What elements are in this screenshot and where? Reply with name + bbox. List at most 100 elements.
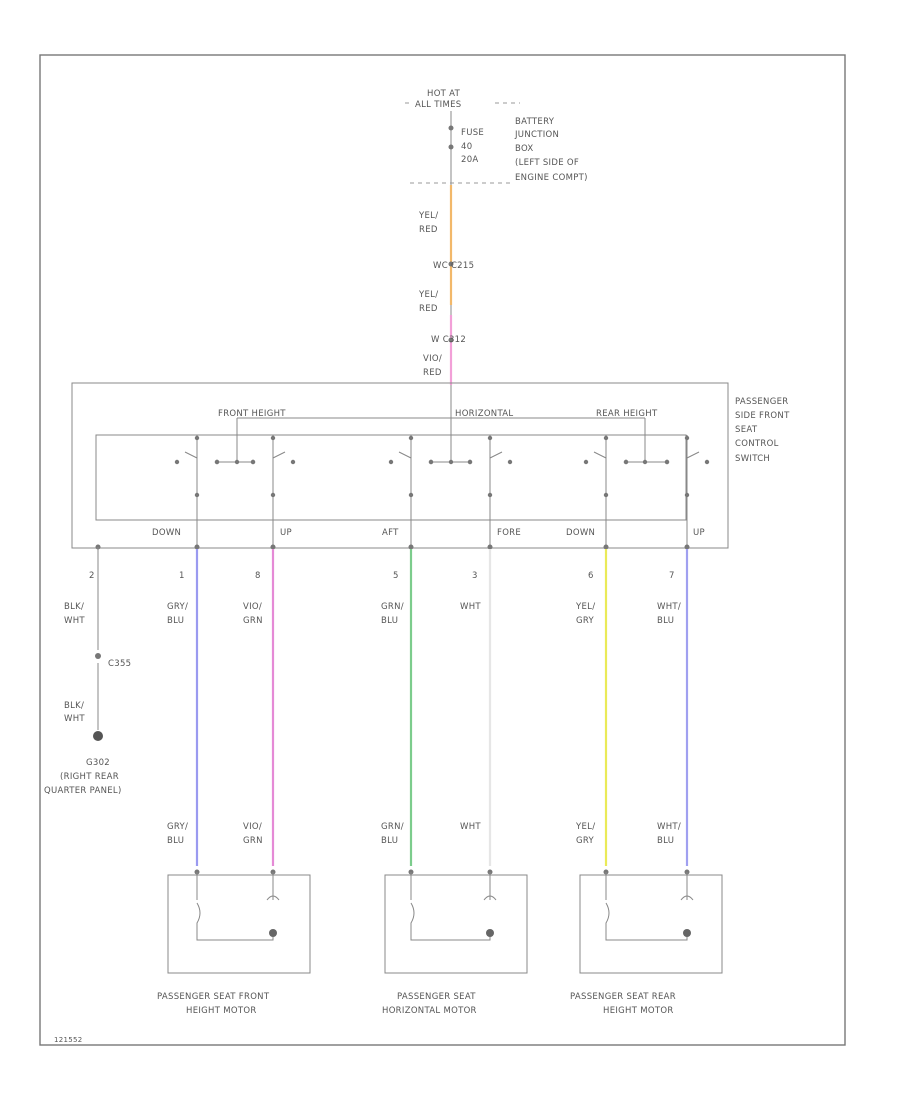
motor-horizontal-name-2: HORIZONTAL MOTOR [382, 1006, 477, 1016]
pole-bottom-node [603, 492, 609, 498]
motor-box [579, 874, 723, 974]
switch-blade [489, 451, 503, 459]
switch-pin-node [194, 544, 200, 550]
pole-label-aft: AFT [382, 528, 399, 538]
contact-node [174, 459, 180, 465]
motor-lead-bend [483, 895, 497, 901]
connector-c215-node [448, 261, 454, 267]
switch-blade [686, 451, 700, 459]
feed-wire2-color-b: RED [419, 304, 438, 314]
pole-top-node [408, 435, 414, 441]
contact-node [448, 459, 454, 465]
ground-wire-top-a: BLK/ [64, 602, 84, 612]
wire-color-top: VIO/ [243, 602, 262, 612]
ground-label-3: QUARTER PANEL) [44, 786, 122, 796]
motor-lead-bend [266, 895, 280, 901]
wire-color-top: BLU [167, 616, 184, 626]
group-label-rear-height: REAR HEIGHT [596, 409, 658, 419]
fuse-node-top [448, 125, 454, 131]
ground-connector: C355 [108, 659, 131, 669]
pole-label-rear-down: DOWN [566, 528, 595, 538]
pole-top-node [194, 435, 200, 441]
wire-pin-label: 7 [669, 571, 675, 581]
contact-node [467, 459, 473, 465]
pole-top-node [603, 435, 609, 441]
ground-connector-node [95, 653, 101, 659]
switch-name-4: CONTROL [735, 439, 779, 449]
motor-0 [167, 869, 311, 974]
pole-bottom-node [194, 492, 200, 498]
contact-node [623, 459, 629, 465]
switch-name-2: SIDE FRONT [735, 411, 790, 421]
switch-pin-node [408, 544, 414, 550]
motor-winding [410, 902, 491, 941]
fuse-node-bottom [448, 144, 454, 150]
wire-color-bottom: WHT/ [657, 822, 681, 832]
wire-color-top: WHT/ [657, 602, 681, 612]
switch-blade [184, 451, 198, 459]
feed-wire1-color-b: RED [419, 225, 438, 235]
switch-pin-node [603, 544, 609, 550]
contact-node [234, 459, 240, 465]
switch-pin-node [270, 544, 276, 550]
pole-bottom-node [408, 492, 414, 498]
motor-winding [605, 902, 688, 941]
ground-wire-top-b: WHT [64, 616, 85, 626]
connector-c312: W C312 [431, 335, 466, 345]
switch-blade [272, 451, 286, 459]
motor-front-name-2: HEIGHT MOTOR [186, 1006, 257, 1016]
battery-box-3: BOX [515, 144, 534, 154]
battery-box-4: (LEFT SIDE OF [515, 158, 579, 168]
motor-horizontal-name-1: PASSENGER SEAT [397, 992, 476, 1002]
switch-inner-box [95, 434, 687, 521]
contact-node [507, 459, 513, 465]
contact-node [642, 459, 648, 465]
pole-top-node [684, 435, 690, 441]
wire-color-bottom: YEL/ [575, 822, 595, 832]
wire-color-bottom: BLU [167, 836, 184, 846]
motor-rear-name-1: PASSENGER SEAT REAR [570, 992, 676, 1002]
motor-lead-bend [680, 895, 694, 901]
switch-name-1: PASSENGER [735, 397, 788, 407]
wire-color-bottom: GRY [576, 836, 595, 846]
wire-pin-label: 3 [472, 571, 478, 581]
pole-label-front-up: UP [280, 528, 292, 538]
contact-node [704, 459, 710, 465]
wire-color-bottom: VIO/ [243, 822, 262, 832]
contact-node [214, 459, 220, 465]
wire-color-top: YEL/ [575, 602, 595, 612]
switch-name-5: SWITCH [735, 454, 770, 464]
pole-bottom-node [270, 492, 276, 498]
pole-top-node [270, 435, 276, 441]
wire-color-top: GRY [576, 616, 595, 626]
switch-name-3: SEAT [735, 425, 758, 435]
pole-label-rear-up: UP [693, 528, 705, 538]
pole-top-node [487, 435, 493, 441]
footer-code: 121552 [54, 1036, 83, 1044]
battery-box-2: JUNCTION [514, 130, 559, 140]
wire-pin-label: 6 [588, 571, 594, 581]
motor-winding [196, 902, 274, 941]
contact-node [428, 459, 434, 465]
ground-wire-bottom-b: WHT [64, 714, 85, 724]
wire-pin-label: 1 [179, 571, 185, 581]
group-label-front-height: FRONT HEIGHT [218, 409, 286, 419]
diagram-frame [39, 54, 846, 1046]
ground-label-1: G302 [86, 758, 110, 768]
switch-blade [398, 451, 412, 459]
seat-control-switch: PASSENGER SIDE FRONT SEAT CONTROL SWITCH… [71, 382, 790, 549]
motor-front-name-1: PASSENGER SEAT FRONT [157, 992, 270, 1002]
wire-color-bottom: BLU [657, 836, 674, 846]
contact-node [290, 459, 296, 465]
switch-contacts [174, 418, 710, 547]
feed-wire3-color-a: VIO/ [423, 354, 442, 364]
motor-1 [384, 869, 528, 974]
battery-box-1: BATTERY [515, 117, 555, 127]
feed-wire: YEL/ RED WC C215 YEL/ RED W C312 VIO/ RE… [418, 185, 474, 385]
connector-c215: WC C215 [433, 261, 474, 271]
motors [167, 869, 723, 974]
feed-wire2-color-a: YEL/ [418, 290, 438, 300]
wire-color-top: WHT [460, 602, 481, 612]
wire-color-bottom: GRN [243, 836, 263, 846]
